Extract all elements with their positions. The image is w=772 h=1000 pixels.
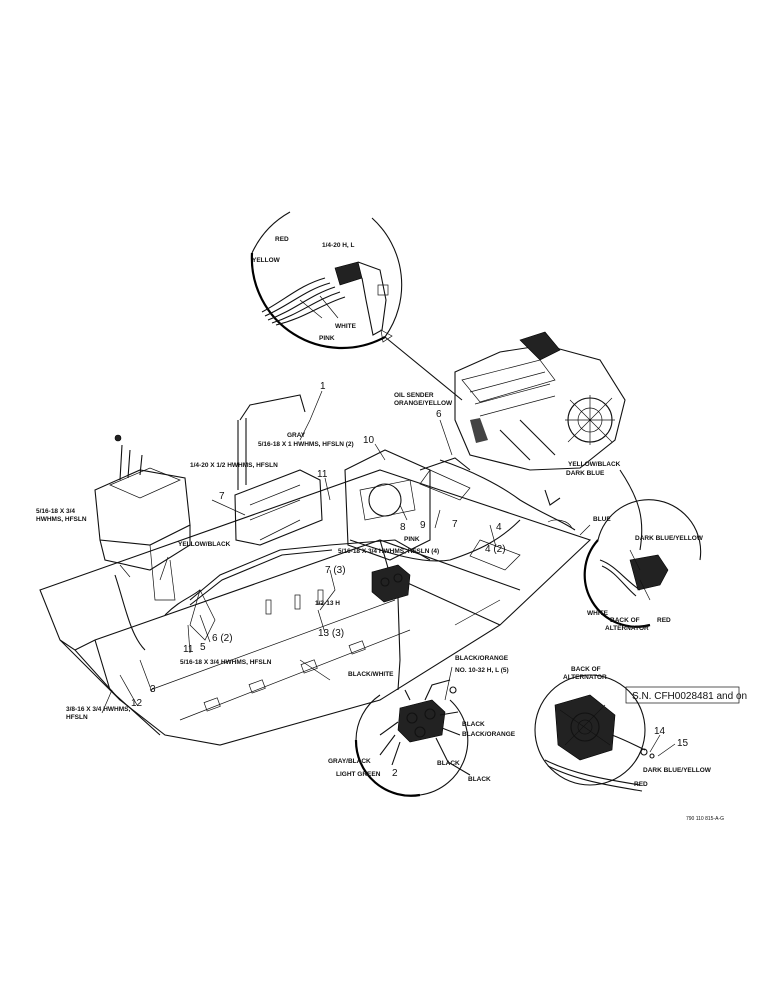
callout-leaders (101, 390, 676, 757)
label-red-alt: RED (657, 617, 671, 624)
brackets-and-panels (114, 394, 521, 651)
serial-number-text: S.N. CFH0028481 and on (632, 691, 747, 702)
chassis-frame (39, 469, 592, 746)
label-back-of-serial-1: BACK OF (571, 666, 601, 673)
item-number-12: 12 (131, 698, 143, 709)
serial-number-box (625, 686, 740, 704)
label-black-orange-2: BLACK/ORANGE (462, 731, 516, 738)
item-number-8: 8 (400, 522, 406, 533)
label-hw-5-16-x-1: 5/16-18 X 1 HWHMS, HFSLN (2) (258, 441, 354, 448)
label-hw-1-4-x-1-2: 1/4-20 X 1/2 HWHMS, HFSLN (190, 462, 278, 469)
label-hw-left-2: HWHMS, HFSLN (36, 516, 87, 523)
label-oil-sender-wire: ORANGE/YELLOW (394, 400, 453, 407)
leader-arrowhead (380, 329, 393, 343)
label-black-orange: BLACK/ORANGE (455, 655, 509, 662)
label-pink-main: PINK (404, 536, 420, 543)
item-number-6: 6 (436, 409, 442, 420)
label-red: RED (275, 236, 289, 243)
item-number-14: 14 (654, 726, 666, 737)
label-back-of-2: ALTERNATOR (605, 625, 649, 632)
item-number-10: 10 (363, 435, 375, 446)
label-red-serial: RED (634, 781, 648, 788)
solenoid-assembly (371, 564, 411, 691)
item-number-7-right: 7 (452, 519, 458, 530)
leader-top-detail (384, 336, 463, 401)
label-back-of-1: BACK OF (610, 617, 640, 624)
item-number-2: 2 (392, 768, 398, 779)
label-nut-1-2-13: 1/2-13 H (315, 600, 340, 607)
label-dark-blue-yellow-serial: DARK BLUE/YELLOW (643, 767, 712, 774)
item-number-9: 9 (420, 520, 426, 531)
item-number-7-qty-3: 7 (3) (325, 565, 346, 576)
item-number-11-lower: 11 (183, 644, 194, 655)
callout-labels: RED YELLOW 1/4-20 H, L WHITE PINK OIL SE… (36, 236, 747, 788)
item-number-4-qty-2: 4 (2) (485, 544, 506, 555)
label-yellow-black-engine: YELLOW/BLACK (568, 461, 621, 468)
item-numbers: 1 2 3 4 4 (2) 5 6 6 (2) 7 7 7 (3) 8 9 10… (131, 381, 689, 779)
item-number-3: 3 (150, 684, 156, 695)
label-dark-blue-yellow: DARK BLUE/YELLOW (635, 535, 704, 542)
serial-alternator-detail (534, 674, 740, 792)
label-hw-bottom-2: HFSLN (66, 714, 88, 721)
label-black-2: BLACK (437, 760, 460, 767)
label-white-alt: WHITE (587, 610, 609, 617)
label-black-white: BLACK/WHITE (348, 671, 394, 678)
item-number-15: 15 (677, 738, 689, 749)
label-hw-center: 5/16-18 X 3/4 HWHMS, HFSLN (4) (338, 548, 439, 555)
item-number-11-upper: 11 (317, 469, 328, 480)
label-black-3: BLACK (468, 776, 491, 783)
label-hw-bottom-1: 3/8-16 X 3/4 HWHMS, (66, 706, 130, 713)
item-number-5: 5 (200, 642, 206, 653)
label-dark-blue: DARK BLUE (566, 470, 605, 477)
item-number-4: 4 (496, 522, 502, 533)
label-blue: BLUE (593, 516, 611, 523)
label-oil-sender: OIL SENDER (394, 392, 434, 399)
top-detail-view (250, 211, 403, 350)
label-pink: PINK (319, 335, 335, 342)
solenoid-detail-view (354, 679, 471, 797)
label-bolt-1-4-20: 1/4-20 H, L (322, 242, 355, 249)
engine-assembly (439, 331, 626, 531)
control-console (94, 434, 191, 601)
item-number-13-qty-3: 13 (3) (318, 628, 344, 639)
label-bolt-10-32: NO. 10-32 H, L (5) (455, 667, 509, 674)
item-number-7-left: 7 (219, 491, 225, 502)
label-gray: GRAY (287, 432, 306, 439)
label-white: WHITE (335, 323, 357, 330)
label-hw-left-1: 5/16-18 X 3/4 (36, 508, 75, 515)
label-back-of-serial-2: ALTERNATOR (563, 674, 607, 681)
label-gray-black: GRAY/BLACK (328, 758, 371, 765)
item-number-1: 1 (320, 381, 326, 392)
label-yellow-black: YELLOW/BLACK (178, 541, 231, 548)
alternator-detail-view (583, 469, 702, 628)
label-yellow: YELLOW (252, 257, 281, 264)
label-hw-lower: 5/16-18 X 3/4 HWHMS, HFSLN (180, 659, 272, 666)
figure-reference: 790 110 815-A-G (686, 816, 724, 822)
label-light-green: LIGHT GREEN (336, 771, 381, 778)
item-number-6-qty-2: 6 (2) (212, 633, 233, 644)
label-black-1: BLACK (462, 721, 485, 728)
